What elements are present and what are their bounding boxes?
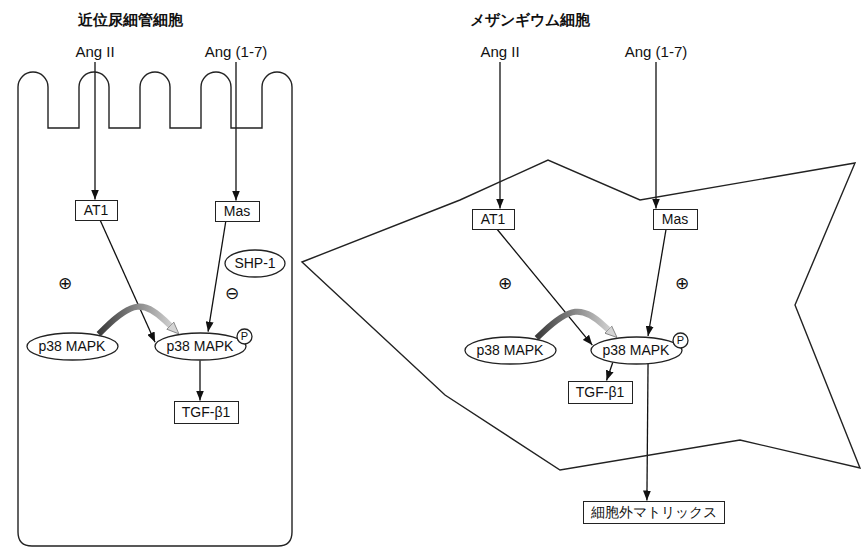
cell-region: メザンギウム細胞AT1Masp38 MAPKp38 MAPKPTGF-β1 <box>300 158 862 472</box>
sign-symbol: ⊕ <box>58 275 72 292</box>
product-name: TGF-β1 <box>182 404 231 420</box>
matrix-box: 細胞外マトリックス <box>583 501 725 524</box>
ligand-node: Ang (1-7) <box>623 42 690 62</box>
signal-arrow <box>655 62 656 209</box>
cell-title: 近位尿細管細胞 <box>78 12 183 29</box>
cell-outline <box>300 158 862 472</box>
product-name: TGF-β1 <box>576 384 625 400</box>
signal-arrow <box>607 363 613 381</box>
kinase-ellipse: p38 MAPK <box>590 336 683 365</box>
receptor-name: Mas <box>662 211 688 227</box>
sign-symbol: ⊖ <box>225 285 239 302</box>
kinase-ellipse: p38 MAPK <box>464 336 557 365</box>
ligand-node: Ang II <box>73 42 117 62</box>
phosphorylation-arrow <box>537 312 609 338</box>
receptor-name: AT1 <box>84 202 109 218</box>
ligand-name: Ang (1-7) <box>205 43 268 60</box>
signal-arrow <box>647 364 648 500</box>
phospho-mark: P <box>677 334 684 347</box>
kinase-ellipse: p38 MAPK <box>154 332 247 361</box>
kinase-name: p38 MAPK <box>477 342 544 358</box>
receptor-name: AT1 <box>481 211 506 227</box>
phospho-mark: P <box>241 330 248 343</box>
signal-arrow <box>208 222 226 332</box>
ligand-name: Ang II <box>480 43 519 60</box>
phosphatase-ellipse: SHP-1 <box>224 249 286 278</box>
enzyme-name: SHP-1 <box>234 255 275 271</box>
ligand-name: Ang II <box>75 43 114 60</box>
receptor-box: AT1 <box>75 200 118 221</box>
ligand-name: Ang (1-7) <box>625 43 688 60</box>
ligand-node: Ang II <box>478 42 522 62</box>
matrix-name: 細胞外マトリックス <box>591 504 717 520</box>
signal-arrow <box>199 361 200 401</box>
receptor-box: Mas <box>215 201 260 222</box>
product-box: TGF-β1 <box>568 381 633 404</box>
signal-arrow <box>499 62 500 209</box>
phospho-circle: P <box>236 328 253 345</box>
signal-arrow <box>648 230 666 336</box>
kinase-name: p38 MAPK <box>167 338 234 354</box>
signal-arrow <box>235 62 236 201</box>
kinase-name: p38 MAPK <box>603 342 670 358</box>
sign-symbol: ⊕ <box>675 275 689 292</box>
cell-region: 近位尿細管細胞AT1MasSHP-1p38 MAPKp38 MAPKPTGF-β… <box>15 70 297 550</box>
receptor-name: Mas <box>224 203 250 219</box>
signal-arrow <box>94 62 95 200</box>
product-box: TGF-β1 <box>174 401 239 424</box>
cell-outline <box>15 70 297 550</box>
ligand-node: Ang (1-7) <box>203 42 270 62</box>
receptor-box: AT1 <box>472 209 515 230</box>
kinase-name: p38 MAPK <box>39 338 106 354</box>
sign-symbol: ⊕ <box>498 275 512 292</box>
kinase-ellipse: p38 MAPK <box>26 332 119 361</box>
phosphorylation-arrow <box>99 307 171 335</box>
cell-title: メザンギウム細胞 <box>470 12 590 29</box>
receptor-box: Mas <box>653 209 698 230</box>
phospho-circle: P <box>672 332 689 349</box>
